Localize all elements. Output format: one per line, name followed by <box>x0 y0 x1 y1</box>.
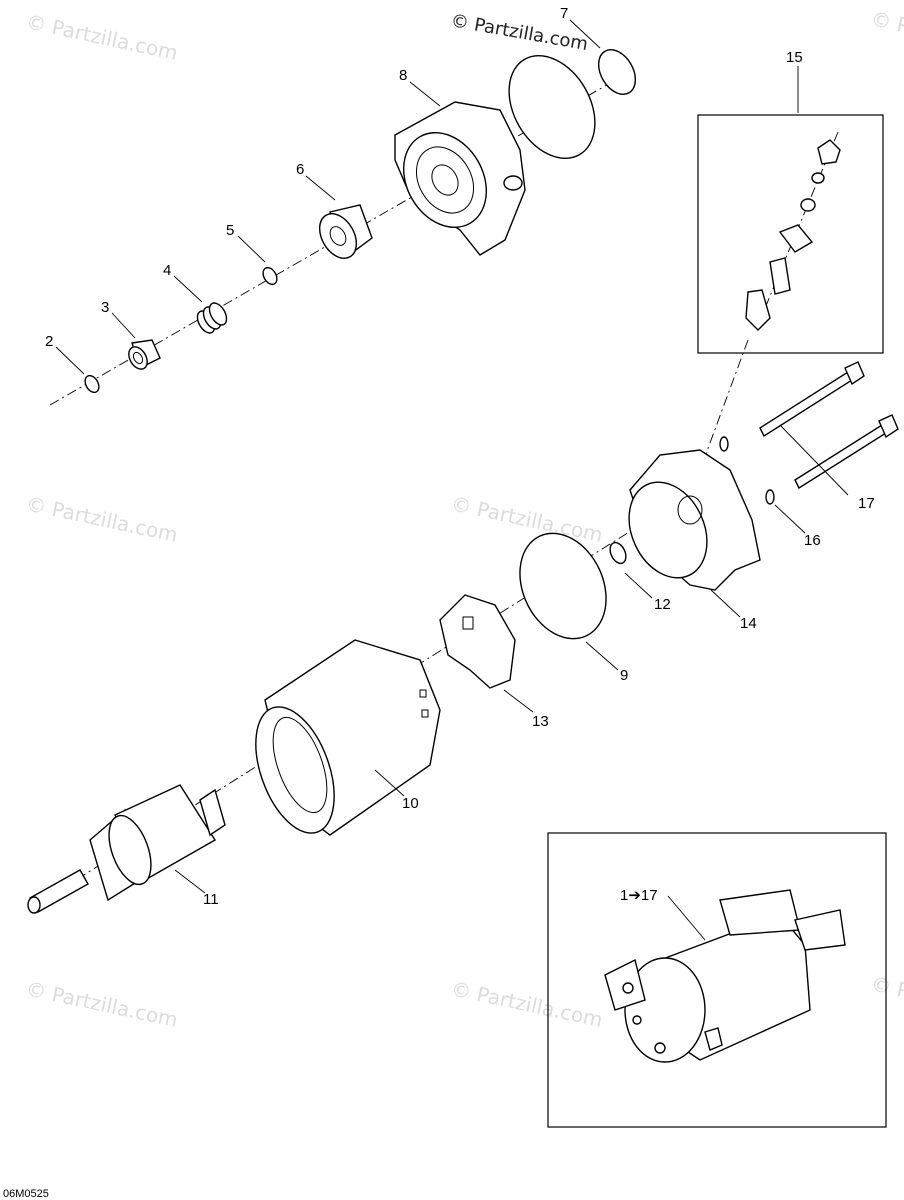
part-16-washer <box>719 436 729 452</box>
watermark: © Partzilla.com <box>24 491 180 547</box>
part-5-washer <box>262 266 278 286</box>
assembled-starter <box>604 889 846 1063</box>
callout-11: 11 <box>203 891 219 908</box>
housing-oring <box>508 55 596 159</box>
part-2-ring <box>84 374 100 394</box>
callout-15: 15 <box>786 49 803 66</box>
assembly-label: 1➔17 <box>620 887 658 904</box>
callout-13: 13 <box>532 713 549 730</box>
part-4-spring <box>196 302 228 334</box>
callout-labels: 2 3 4 5 6 7 8 9 10 11 12 13 14 15 16 17 <box>45 5 875 908</box>
callout-12: 12 <box>654 596 671 613</box>
callout-2: 2 <box>45 333 53 350</box>
part-12-oring <box>609 541 627 565</box>
part-8-drive-housing <box>394 101 526 256</box>
part-7-oring <box>597 49 637 95</box>
cap-link-line <box>699 339 749 471</box>
part-13-brush-plate <box>439 594 516 689</box>
leader-lines <box>55 19 849 894</box>
callout-16: 16 <box>804 532 821 549</box>
part-14-end-cap <box>628 449 761 591</box>
callout-9: 9 <box>620 667 628 684</box>
callout-7: 7 <box>560 5 568 22</box>
watermark: © Partzilla.com <box>449 976 605 1032</box>
part-11-armature <box>27 784 226 914</box>
part-3-bushing <box>128 339 161 370</box>
assembly-inset-box <box>547 832 887 1128</box>
part-17-bolts <box>759 361 899 490</box>
callout-10: 10 <box>402 795 419 812</box>
part-15-hardware <box>745 131 841 331</box>
callout-8: 8 <box>399 67 407 84</box>
callout-4: 4 <box>163 262 171 279</box>
part-6-pinion-gear <box>318 204 373 260</box>
callout-3: 3 <box>101 299 109 316</box>
callout-6: 6 <box>296 161 304 178</box>
part-16-washer <box>765 489 775 505</box>
callout-5: 5 <box>226 222 234 239</box>
part-15-detail-box <box>697 114 884 354</box>
watermark: © Partzilla.com <box>24 9 180 65</box>
watermark: © Partzilla.com <box>24 976 180 1032</box>
drawing-code: 06M0525 <box>3 1188 49 1200</box>
watermark: © Partzilla.com <box>869 6 904 62</box>
part-10-yoke <box>255 639 441 836</box>
watermark-top: © Partzilla.com <box>449 10 589 55</box>
callout-17: 17 <box>858 495 875 512</box>
part-9-oring <box>519 532 607 640</box>
callout-14: 14 <box>740 615 757 632</box>
watermark: © Partzilla.com <box>449 491 605 547</box>
